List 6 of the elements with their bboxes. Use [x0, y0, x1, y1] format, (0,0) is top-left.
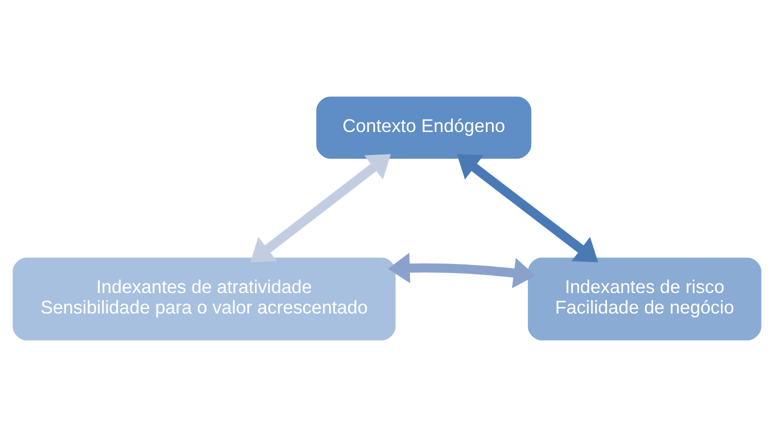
arrow: [388, 252, 536, 288]
node-box: Contexto Endógeno: [316, 96, 532, 159]
node-box: Indexantes de atratividade Sensibilidade para o valor acrescentado: [12, 258, 396, 340]
arrow: [456, 154, 598, 262]
node-box: Indexantes de risco Facilidade de negócio: [528, 258, 762, 340]
arrow: [250, 154, 391, 262]
